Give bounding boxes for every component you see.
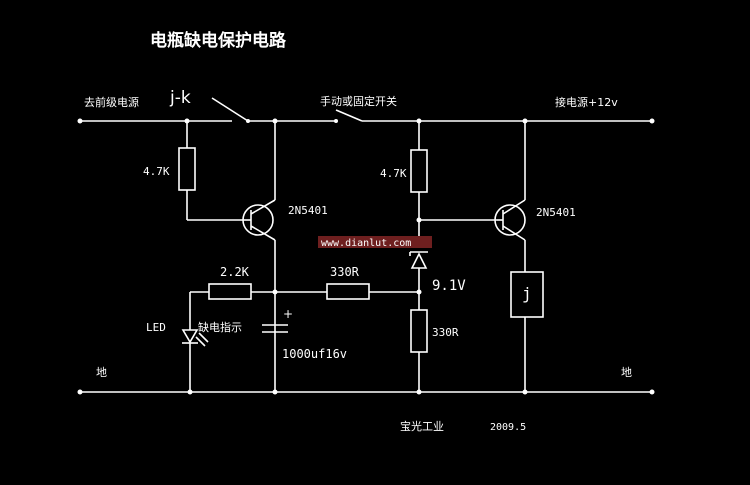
zener-diode — [409, 251, 428, 310]
label-relay-contact: j-k — [169, 88, 191, 108]
resistor-r3 — [190, 283, 327, 300]
label-q1: 2N5401 — [288, 204, 328, 217]
watermark-background — [318, 236, 432, 248]
resistor-r5 — [410, 309, 428, 392]
transistor-q2 — [494, 121, 526, 272]
label-author: 宝光工业 — [400, 419, 444, 433]
label-r1: 4.7K — [143, 165, 170, 178]
led-indicator — [181, 292, 209, 392]
diagram-title: 电瓶缺电保护电路 — [150, 30, 287, 51]
label-date: 2009.5 — [490, 422, 526, 433]
top-rail-middle — [248, 118, 336, 124]
label-r2: 4.7K — [380, 167, 407, 180]
label-r4: 330R — [330, 265, 360, 279]
relay-contact-switch — [211, 97, 250, 123]
top-rail-left — [77, 118, 232, 124]
capacitor — [262, 324, 288, 333]
label-r5: 330R — [432, 326, 459, 339]
label-cap-plus: + — [283, 307, 293, 321]
label-relay: j — [522, 284, 532, 303]
label-prev-power: 去前级电源 — [84, 95, 139, 109]
label-led: LED — [146, 321, 166, 334]
label-r3: 2.2K — [220, 265, 250, 279]
label-power-in: 接电源+12v — [555, 95, 618, 109]
top-rail-right — [362, 118, 655, 124]
label-capacitor: 1000uf16v — [282, 347, 347, 361]
label-ground-right: 地 — [621, 366, 632, 379]
label-q2: 2N5401 — [536, 206, 576, 219]
transistor-q1 — [240, 121, 276, 392]
resistor-r2 — [410, 121, 497, 245]
label-ground-left: 地 — [96, 366, 107, 379]
relay-coil — [510, 271, 544, 392]
resistor-r1 — [178, 121, 240, 221]
resistor-r4 — [326, 283, 419, 300]
label-led-desc: 缺电指示 — [198, 320, 242, 334]
watermark-text: www.dianlut.com — [321, 238, 411, 249]
label-zener: 9.1V — [432, 278, 466, 294]
label-switch: 手动或固定开关 — [320, 94, 397, 108]
manual-switch — [334, 109, 363, 123]
ground-rail — [77, 389, 655, 395]
